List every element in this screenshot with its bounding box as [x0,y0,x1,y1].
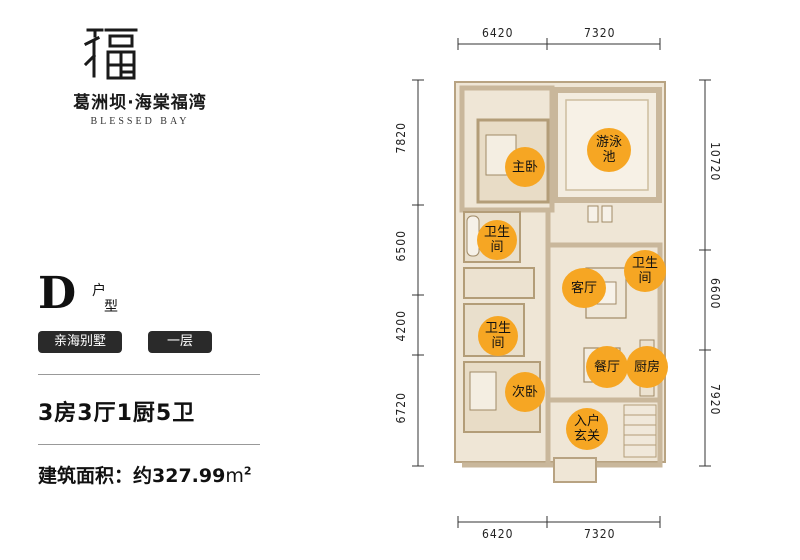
tag-villa: 亲海别墅 [38,331,122,353]
divider-line [38,374,260,375]
entry-porch [553,457,597,483]
floor-area-prefix: 建筑面积：约327.99 [38,465,226,487]
unit-type-word-1: 户 [92,283,106,299]
tag-floor: 一层 [148,331,212,353]
brand-logo: 葛洲坝·海棠福湾 BLESSED BAY [60,22,220,142]
room-badge-master-bedroom: 主卧 [505,147,545,187]
room-badge-entry: 入户 玄关 [566,408,608,450]
room-summary: 3房3厅1厨5卫 [38,401,196,426]
brand-name: 葛洲坝·海棠福湾 [73,93,207,113]
room-badge-dining: 餐厅 [586,346,628,388]
floor-area-unit: m [225,465,244,487]
room-badge-bath-b: 卫生 间 [624,250,666,292]
service-room [463,267,535,299]
room-badge-bath-a: 卫生 间 [477,220,517,260]
stairs [623,404,657,458]
unit-type-word-2: 型 [104,299,118,315]
room-badge-kitchen: 厨房 [626,346,668,388]
floor-area-sup: 2 [243,464,252,478]
dim-bottom-1: 6420 [482,527,514,541]
divider-line-2 [38,444,260,445]
floor-area: 建筑面积：约327.99m2 [38,461,252,488]
room-badge-living: 客厅 [562,268,606,308]
dim-bottom-2: 7320 [584,527,616,541]
dim-right-3: 7920 [708,384,722,416]
room-badge-second-bedroom: 次卧 [505,372,545,412]
dim-top-1: 6420 [482,26,514,40]
dim-top-2: 7320 [584,26,616,40]
dim-right-1: 10720 [708,142,722,182]
room-badge-pool: 游泳 池 [587,128,631,172]
second-bed [469,371,497,411]
unit-type-letter: D [38,268,77,319]
pool-chairs [587,205,613,223]
fu-character-logo-icon [83,28,138,80]
room-badge-bath-c: 卫生 间 [478,316,518,356]
dim-right-2: 6600 [708,278,722,310]
brand-name-en: BLESSED BAY [90,116,190,127]
